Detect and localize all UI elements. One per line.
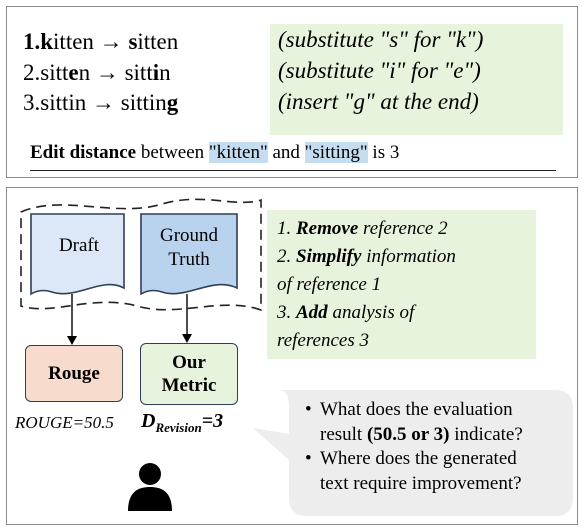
- instr-verb: Add: [296, 302, 328, 323]
- revision-instructions: 1. Remove reference 2 2. Simplify inform…: [267, 210, 536, 359]
- summary-text: is 3: [367, 142, 400, 163]
- speech-bubble: [253, 390, 573, 516]
- edit-distance-summary: Edit distance between "kitten" and "sitt…: [30, 142, 556, 171]
- edit-distance-panel: 1.kitten → sitten 2.sitten → sittin 3.si…: [6, 6, 578, 178]
- rouge-label: Rouge: [48, 363, 100, 384]
- question-2: • Where does the generated text require …: [305, 447, 523, 496]
- ground-truth-label: Ground Truth: [141, 224, 237, 272]
- q-text: result: [320, 423, 367, 445]
- instruction-line: 2. Simplify information: [277, 243, 536, 271]
- instr-verb: Remove: [296, 218, 359, 239]
- instr-text: 3.: [277, 302, 296, 323]
- step-text: n → sitt: [78, 59, 153, 85]
- arrow-head: [182, 334, 192, 343]
- diagram-shapes: [20, 198, 573, 516]
- instruction-line: of reference 1: [277, 271, 536, 299]
- draft-label: Draft: [58, 235, 100, 256]
- rouge-box: Rouge: [25, 345, 123, 402]
- instr-text: analysis of: [327, 302, 415, 323]
- step-text: itten: [137, 29, 179, 54]
- q-bold: (50.5 or 3): [366, 423, 450, 445]
- highlight-kitten: "kitten": [208, 142, 268, 163]
- summary-text: between: [136, 142, 209, 163]
- ground-truth-line: Truth: [168, 249, 210, 270]
- step-text: n: [159, 59, 171, 85]
- our-metric-box: Our Metric: [140, 343, 238, 405]
- d-value: =3: [201, 410, 224, 432]
- metric-label-line: Our: [172, 352, 206, 373]
- summary-underline: [30, 170, 556, 171]
- metric-label-line: Metric: [161, 375, 217, 396]
- question-1: • What does the evaluation result (50.5 …: [305, 398, 523, 447]
- question-line: Where does the generated: [320, 448, 517, 469]
- summary-text: and: [267, 142, 305, 163]
- step-text: 3.sittin → sittin: [23, 90, 167, 115]
- summary-bold: Edit distance: [30, 142, 137, 163]
- ground-truth-line: Ground: [159, 225, 219, 246]
- person-icon: [128, 463, 172, 511]
- instruction-line: 3. Add analysis of: [277, 299, 536, 327]
- instruction-line: references 3: [277, 327, 536, 355]
- highlight-sitting: "sitting": [304, 142, 368, 163]
- instr-text: information: [361, 246, 456, 267]
- d-symbol: D: [141, 410, 156, 432]
- step-text: g: [166, 90, 179, 115]
- question-line: What does the evaluation: [320, 399, 513, 420]
- metric-comparison-panel: Draft Ground Truth Rouge Our Metric ROUG…: [6, 187, 578, 525]
- step-text: s: [128, 29, 138, 54]
- instr-text: 2.: [277, 246, 296, 267]
- instr-text: references 3: [277, 330, 369, 351]
- edit-note-3: (insert "g" at the end): [278, 89, 479, 114]
- instr-text: reference 2: [358, 218, 448, 239]
- instruction-line: 1. Remove reference 2: [277, 215, 536, 243]
- edit-note-2: (substitute "i" for "e"): [278, 58, 481, 83]
- step-text: 2.sitt: [23, 59, 69, 85]
- dashed-container: [20, 198, 262, 312]
- step-text: i: [152, 59, 160, 85]
- arrow-head: [67, 336, 77, 345]
- q-text: indicate?: [449, 423, 523, 445]
- draft-doc-shape: [30, 213, 125, 296]
- question-line: result (50.5 or 3) indicate?: [320, 423, 523, 448]
- edit-steps: 1.kitten → sitten 2.sitten → sittin 3.si…: [23, 27, 178, 119]
- edit-note-1: (substitute "s" for "k"): [278, 27, 484, 52]
- question-line: text require improvement?: [320, 472, 522, 494]
- step-text: 1.k: [23, 29, 54, 54]
- instr-verb: Simplify: [296, 246, 362, 267]
- edit-step-1: 1.kitten → sitten: [23, 27, 178, 58]
- step-text: e: [68, 59, 79, 85]
- step-text: itten →: [53, 29, 129, 54]
- d-subscript: Revision: [155, 420, 202, 435]
- edit-step-2: 2.sitten → sittin: [23, 58, 178, 89]
- instr-text: of reference 1: [277, 274, 382, 295]
- edit-notes-box: (substitute "s" for "k") (substitute "i"…: [270, 24, 563, 135]
- evaluation-questions: • What does the evaluation result (50.5 …: [305, 398, 523, 496]
- edit-step-3: 3.sittin → sitting: [23, 88, 178, 119]
- d-revision-score: DRevision=3: [141, 410, 224, 435]
- ground-truth-doc-shape: [140, 213, 238, 296]
- instr-text: 1.: [277, 218, 296, 239]
- rouge-score: ROUGE=50.5: [15, 413, 114, 432]
- bullet-icon: •: [305, 399, 312, 420]
- bullet-icon: •: [305, 448, 312, 469]
